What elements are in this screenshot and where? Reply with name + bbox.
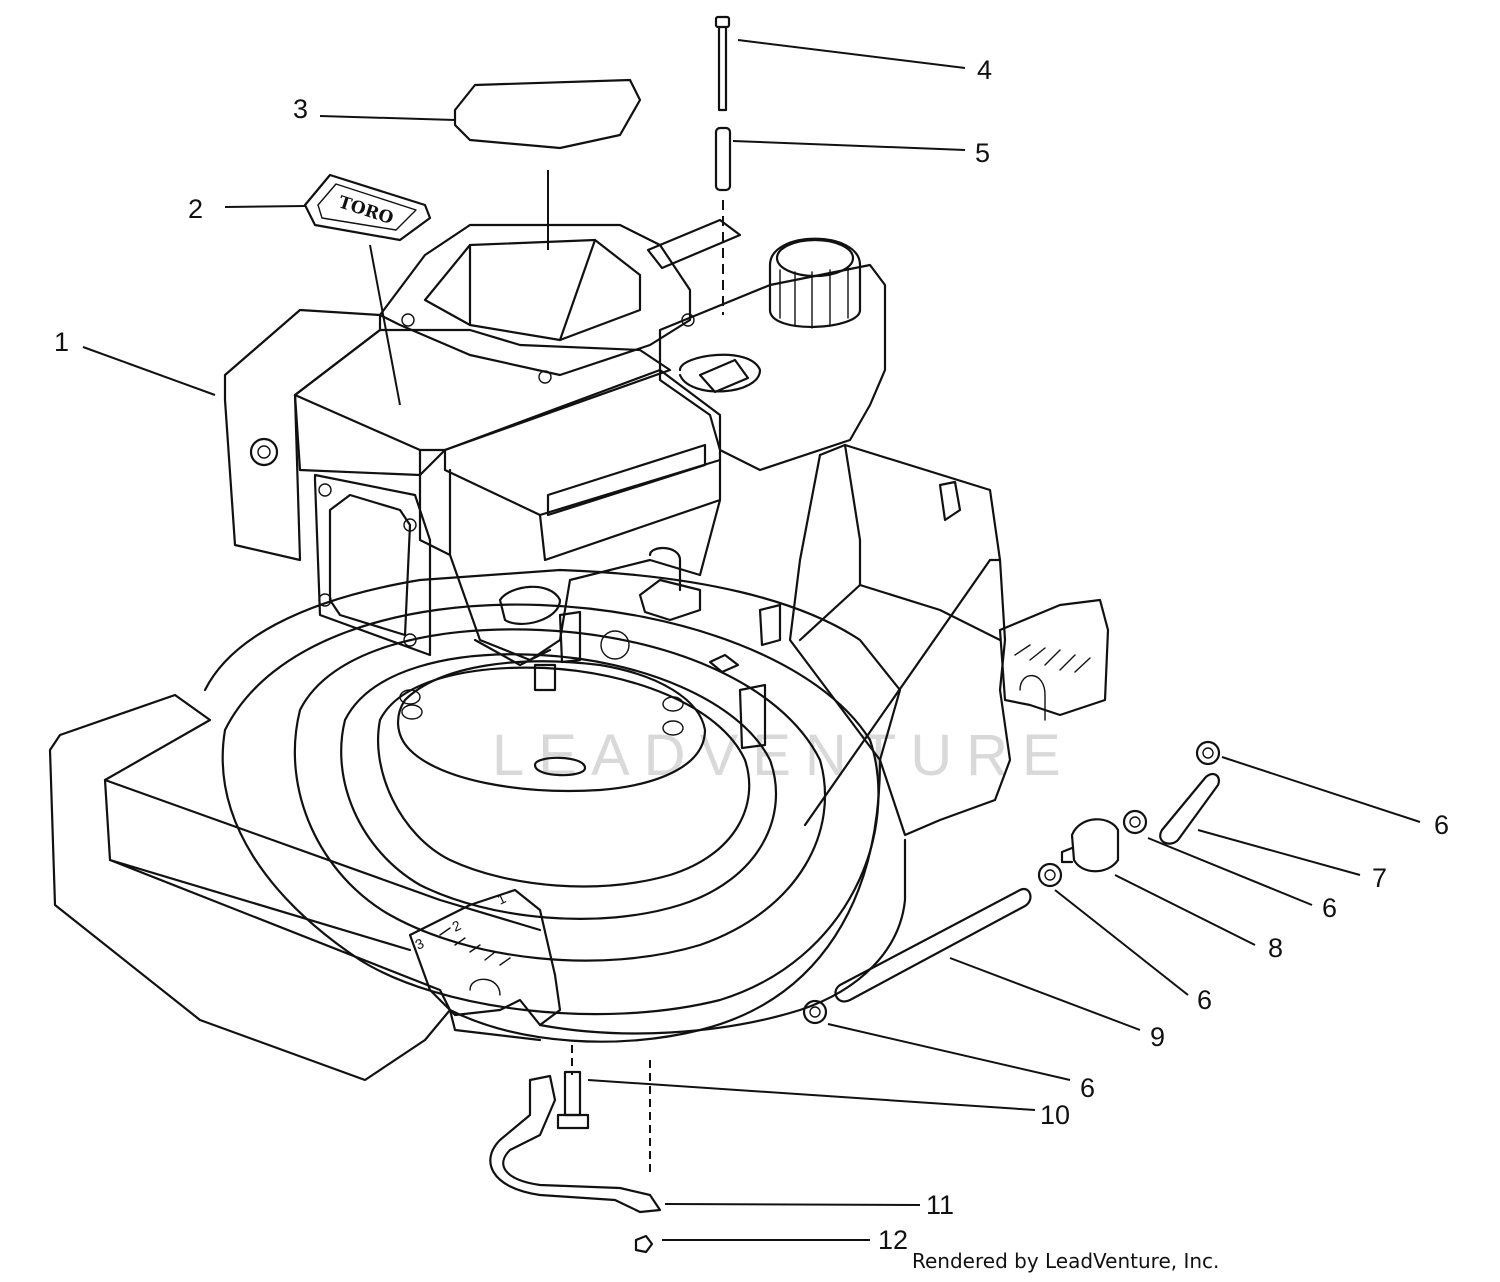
part-5-spacer xyxy=(714,126,732,192)
mower-deck xyxy=(48,443,1110,1082)
callout-9: 9 xyxy=(1150,1022,1165,1052)
credit-text: Rendered by LeadVenture, Inc. xyxy=(912,1249,1219,1273)
part-6-clamp xyxy=(1195,740,1221,766)
callout-3: 3 xyxy=(293,94,308,124)
callout-11: 11 xyxy=(926,1190,954,1220)
part-6-clamp xyxy=(1037,862,1063,888)
part-3-air-filter xyxy=(453,78,642,150)
part-8-filter xyxy=(1060,818,1120,873)
part-11-bracket xyxy=(489,1074,662,1214)
part-6-clamp xyxy=(802,999,828,1025)
part-10-screw xyxy=(556,1070,590,1130)
callout-6: 6 xyxy=(1080,1073,1095,1103)
callout-6: 6 xyxy=(1197,985,1212,1015)
part-2-toro-badge: TORO xyxy=(303,173,432,242)
callout-8: 8 xyxy=(1268,933,1283,963)
part-7-hose-elbow xyxy=(1159,772,1220,845)
engine-assembly xyxy=(223,218,887,777)
part-4-bolt xyxy=(714,15,731,112)
callout-2: 2 xyxy=(188,194,203,224)
callout-1: 1 xyxy=(54,327,69,357)
part-6-clamp xyxy=(1122,809,1148,835)
callout-5: 5 xyxy=(975,138,990,168)
callout-6: 6 xyxy=(1434,810,1449,840)
callout-4: 4 xyxy=(977,55,992,85)
callout-7: 7 xyxy=(1372,863,1387,893)
badge-text: TORO xyxy=(336,193,396,230)
height-mark: 2 xyxy=(450,917,464,935)
part-12-nut xyxy=(634,1234,654,1254)
watermark-text: LEADVENTURE xyxy=(492,723,1075,788)
callout-10: 10 xyxy=(1040,1100,1070,1130)
part-9-hose xyxy=(834,887,1032,1003)
callout-12: 12 xyxy=(878,1225,908,1255)
callout-6: 6 xyxy=(1322,893,1337,923)
